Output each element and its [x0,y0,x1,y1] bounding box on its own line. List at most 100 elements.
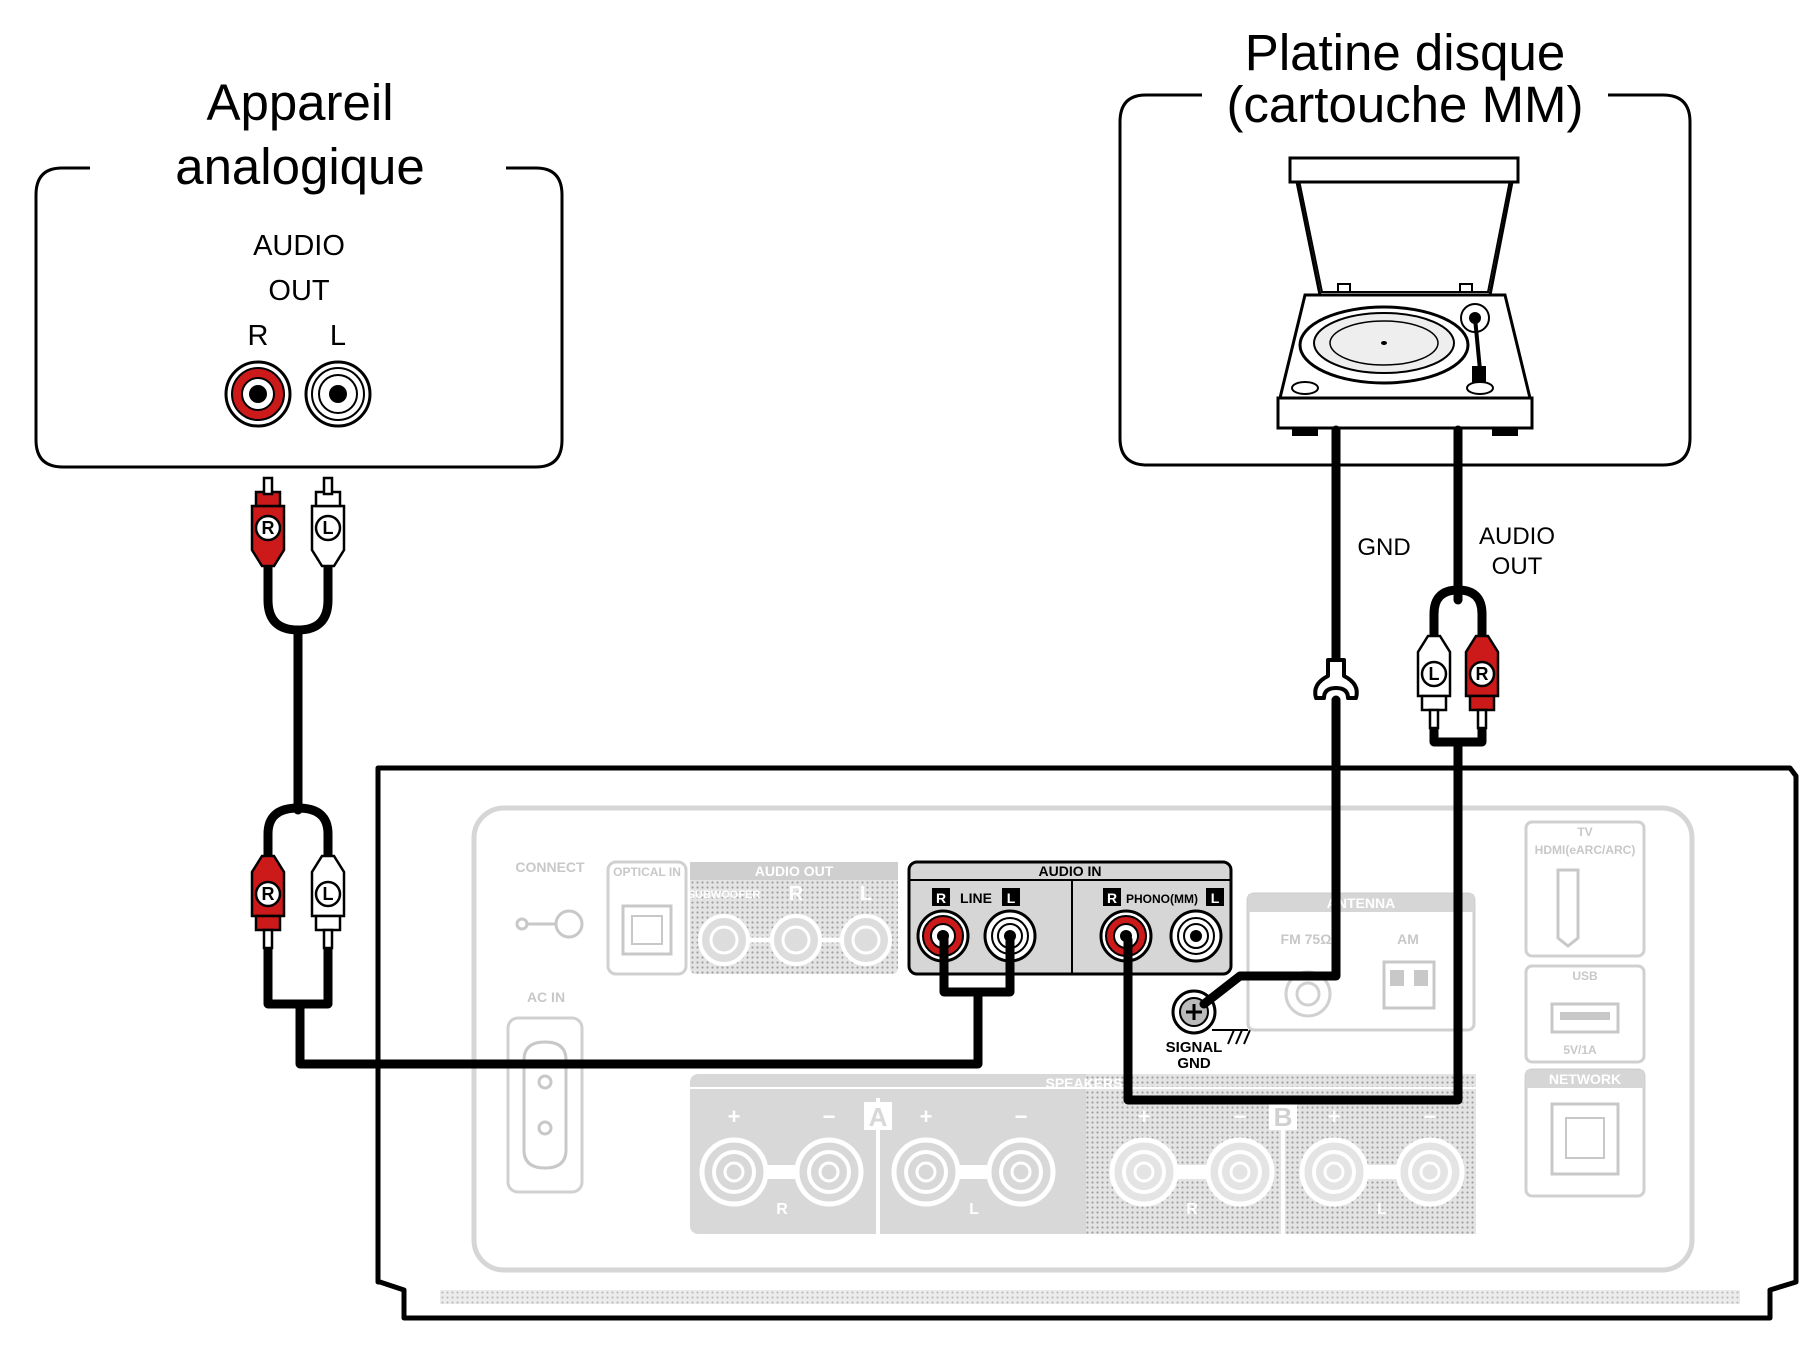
analog-out-plug-l-letter: L [323,518,334,538]
gnd-spade-lug-icon [1313,658,1359,700]
usb-block: USB 5V/1A [1524,964,1646,1064]
subwoofer-label: SUBWOOFER [688,889,761,901]
analog-out-plug-r[interactable]: R [250,476,286,568]
phono-plug-r-badge [1468,660,1496,688]
network-label: NETWORK [1549,1071,1621,1087]
analog-out-plug-r-badge [254,514,282,542]
speaker-b-r-plus-terminal[interactable] [1109,1137,1179,1207]
analog-line-cable [263,561,1015,1069]
phono-r-badge: R [1107,890,1117,906]
tv-label: TV [1577,825,1592,839]
audio-out-r-jack[interactable] [770,914,822,966]
analog-out-plug-r-letter: R [262,518,275,538]
speaker-b-l-plus: + [1328,1104,1341,1129]
antenna-block: ANTENNA FM 75Ω AM [1246,892,1476,1032]
line-label: LINE [960,890,992,906]
speaker-a-l-label: L [969,1201,979,1218]
audio-out-l-jack[interactable] [840,914,892,966]
phono-in-l-jack[interactable] [1169,909,1223,963]
turntable-title-line2: (cartouche MM) [1226,76,1583,133]
analog-jack-r[interactable] [224,360,292,428]
network-block: NETWORK [1524,1068,1646,1198]
line-in-plug-l-badge [314,880,342,908]
connect-button[interactable] [515,909,584,939]
hdmi-label: HDMI(eARC/ARC) [1535,843,1636,857]
turntable-audio-cable [1123,425,1487,1105]
usb-port[interactable] [1550,1002,1620,1034]
am-antenna-terminal[interactable] [1382,960,1436,1010]
line-in-plug-r-letter: R [262,884,275,904]
signal-gnd-label-line2: GND [1177,1055,1211,1072]
speaker-zone-b: B [1274,1102,1293,1132]
audio-in-block: AUDIO IN R LINE L R PHONO(MM) L [907,860,1233,976]
audio-out-l-label: L [860,883,872,905]
speaker-zone-a: A [869,1102,888,1132]
line-l-badge: L [1007,890,1016,906]
turntable-audio-out-label-line2: OUT [1492,553,1543,580]
phono-plug-l-letter: L [1429,664,1440,684]
speaker-b-l-plus-terminal[interactable] [1299,1137,1369,1207]
audio-in-label: AUDIO IN [1039,863,1102,879]
speakers-block: SPEAKERS A B + − + − + − + − [690,1074,1476,1234]
speakers-label: SPEAKERS [1045,1075,1122,1091]
turntable-device: Platine disque (cartouche MM) [1118,24,1692,467]
speaker-a-r-label: R [776,1201,788,1218]
speaker-a-r-plus: + [728,1104,741,1129]
speaker-a-r-minus: − [823,1104,836,1129]
rca-plugs: R L R L L R [250,476,1500,950]
speaker-a-r-minus-terminal[interactable] [794,1137,864,1207]
analog-audio-out-label-line2: OUT [268,275,330,307]
turntable-gnd-cable [1199,425,1359,1009]
phono-plug-l-badge [1420,660,1448,688]
phono-l-badge: L [1211,890,1220,906]
line-r-badge: R [936,890,946,906]
speaker-b-r-minus-terminal[interactable] [1205,1137,1275,1207]
hdmi-block: TV HDMI(eARC/ARC) [1524,820,1646,958]
analog-device: Appareil analogique AUDIO OUT R L [34,74,564,469]
analog-device-title-line2: analogique [175,138,425,195]
usb-label: USB [1572,969,1598,983]
line-in-plug-l[interactable]: L [310,854,346,950]
usb-power-label: 5V/1A [1563,1043,1597,1057]
speaker-a-l-plus: + [920,1104,933,1129]
ground-symbol-icon [1212,1029,1251,1045]
audio-out-block: AUDIO OUT SUBWOOFER R L [688,862,898,974]
phono-label: PHONO(MM) [1126,892,1198,906]
optical-in-label: OPTICAL IN [613,865,681,879]
phono-plug-l[interactable]: L [1416,634,1452,730]
speaker-a-r-plus-terminal[interactable] [699,1137,769,1207]
speaker-b-l-minus-terminal[interactable] [1395,1137,1465,1207]
line-in-plug-r[interactable]: R [250,854,286,950]
network-port[interactable] [1550,1102,1620,1176]
ac-in-label: AC IN [527,989,565,1005]
analog-jack-l-label: L [330,320,346,352]
audio-out-label: AUDIO OUT [755,863,834,879]
ac-in-socket[interactable] [506,1016,584,1194]
analog-out-plug-l-badge [314,514,342,542]
am-label: AM [1397,931,1419,947]
line-in-plug-l-letter: L [323,884,334,904]
hdmi-port[interactable] [1556,868,1580,948]
speaker-a-l-minus-terminal[interactable] [986,1137,1056,1207]
optical-in-port[interactable] [621,904,673,956]
analog-audio-out-label-line1: AUDIO [253,230,345,262]
connect-label: CONNECT [515,859,585,875]
receiver-rear-panel: CONNECT OPTICAL IN AUDIO OUT SUBWOOFER R… [375,765,1799,1321]
speaker-b-r-label: R [1186,1201,1198,1218]
phono-plug-r[interactable]: R [1464,634,1500,730]
analog-device-title-line1: Appareil [206,74,393,131]
turntable-audio-out-label-line1: AUDIO [1479,523,1555,550]
fm-label: FM 75Ω [1281,931,1332,947]
subwoofer-jack[interactable] [698,914,750,966]
audio-out-r-label: R [789,883,804,905]
gnd-cable-label: GND [1357,534,1410,561]
antenna-label: ANTENNA [1327,895,1395,911]
analog-jack-l[interactable] [304,360,372,428]
speaker-a-l-plus-terminal[interactable] [891,1137,961,1207]
turntable-illustration [1276,156,1534,436]
speaker-b-r-minus: − [1234,1104,1247,1129]
signal-gnd-label-line1: SIGNAL [1166,1039,1223,1056]
analog-out-plug-l[interactable]: L [310,476,346,568]
